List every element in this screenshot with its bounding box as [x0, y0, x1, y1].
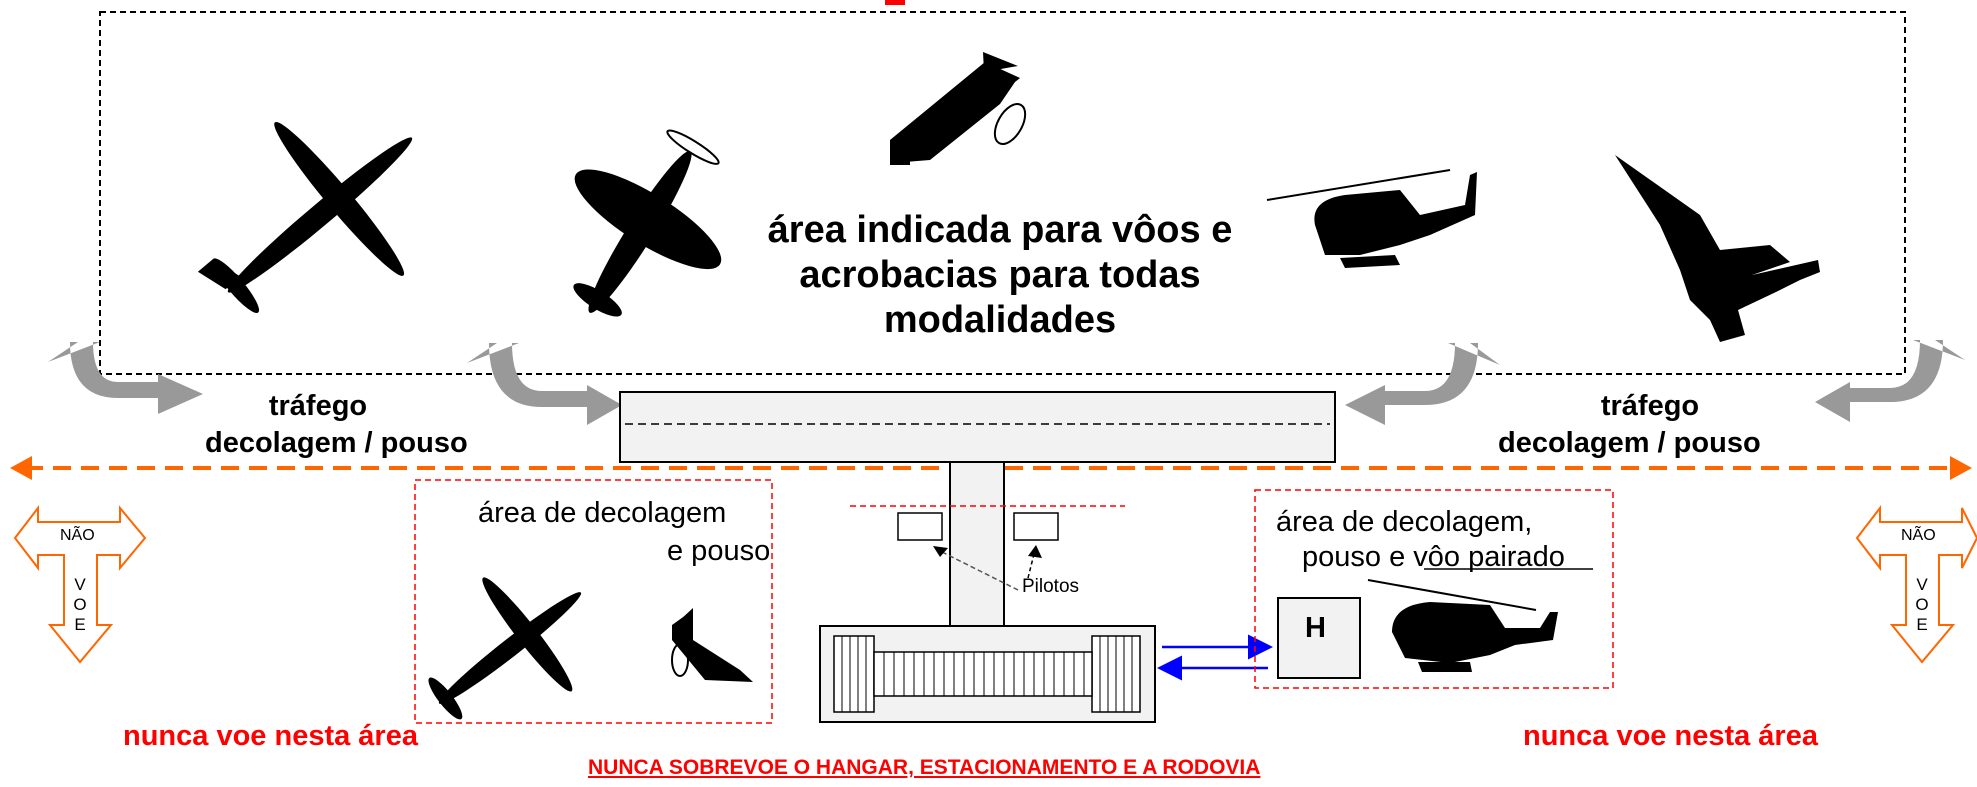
- glider-silhouette-icon: [197, 121, 413, 314]
- cropped-red-mark: [885, 0, 905, 5]
- no-fly-left-label: nunca voe nesta área: [123, 720, 418, 752]
- traffic-arrow-far-left: [48, 342, 203, 414]
- traffic-right-line2: decolagem / pouso: [1498, 427, 1761, 459]
- voe-letter-e-left: E: [74, 615, 86, 634]
- takeoff-right-line1: área de decolagem,: [1276, 506, 1533, 538]
- takeoff-zone-right: [1254, 489, 1614, 689]
- pilots-label: Pilotos: [1022, 576, 1080, 597]
- jet-silhouette-icon: [1615, 155, 1820, 342]
- traffic-right-line1: tráfego: [1600, 390, 1700, 422]
- takeoff-left-line1: área de decolagem: [478, 497, 727, 529]
- voe-letter-o-left: O: [73, 595, 87, 614]
- nao-label-right: NÃO: [1901, 527, 1936, 544]
- pilot-pointer-left: [939, 550, 1019, 591]
- helipad-icon: [1277, 597, 1361, 679]
- voe-letter-v-left: V: [74, 575, 86, 594]
- runway: [619, 391, 1336, 463]
- hover-label: vôo pairado: [1413, 541, 1565, 573]
- voe-letter-e-right: E: [1916, 615, 1928, 634]
- helipad-letter: H: [1305, 612, 1326, 644]
- traffic-arrows: [48, 340, 1965, 425]
- pilot-box-left: [897, 512, 943, 541]
- helicopter-small-icon: [1367, 579, 1558, 672]
- voe-letter-o-right: O: [1915, 595, 1929, 614]
- no-fly-right-label: nunca voe nesta área: [1523, 720, 1818, 752]
- no-fly-arrow-left: [13, 505, 147, 664]
- traffic-arrow-right: [1345, 343, 1500, 425]
- hangar-icon: [819, 625, 1156, 723]
- biplane-silhouette-icon: [890, 52, 1027, 165]
- voe-letter-v-right: V: [1916, 575, 1928, 594]
- bottom-notice: NUNCA SOBREVOE O HANGAR, ESTACIONAMENTO …: [588, 756, 1261, 779]
- main-area-label: área indicada para vôos e acrobacias par…: [767, 209, 1233, 341]
- pilot-pointer-right: [1027, 553, 1035, 579]
- traffic-left-line1: tráfego: [268, 390, 368, 422]
- traffic-left-line2: decolagem / pouso: [205, 427, 468, 459]
- helicopter-silhouette-icon: [1266, 169, 1477, 268]
- traffic-arrow-far-right: [1815, 340, 1965, 422]
- safety-line-left-head: [10, 456, 32, 480]
- takeoff-left-line2: e pouso: [667, 535, 771, 567]
- taxiway: [949, 461, 1005, 627]
- safety-line-right-head: [1950, 456, 1972, 480]
- takeoff-right-line2: pouso e: [1302, 541, 1414, 573]
- ww2-fighter-silhouette-icon: [573, 129, 722, 317]
- nao-label-left: NÃO: [60, 527, 95, 544]
- no-fly-arrow-right: [1855, 505, 1977, 664]
- glider-small-icon: [428, 577, 582, 720]
- biplane-small-icon: [671, 608, 753, 682]
- traffic-arrow-left: [467, 343, 622, 425]
- flying-area-boundary: [99, 11, 1906, 375]
- pilot-box-right: [1013, 512, 1059, 541]
